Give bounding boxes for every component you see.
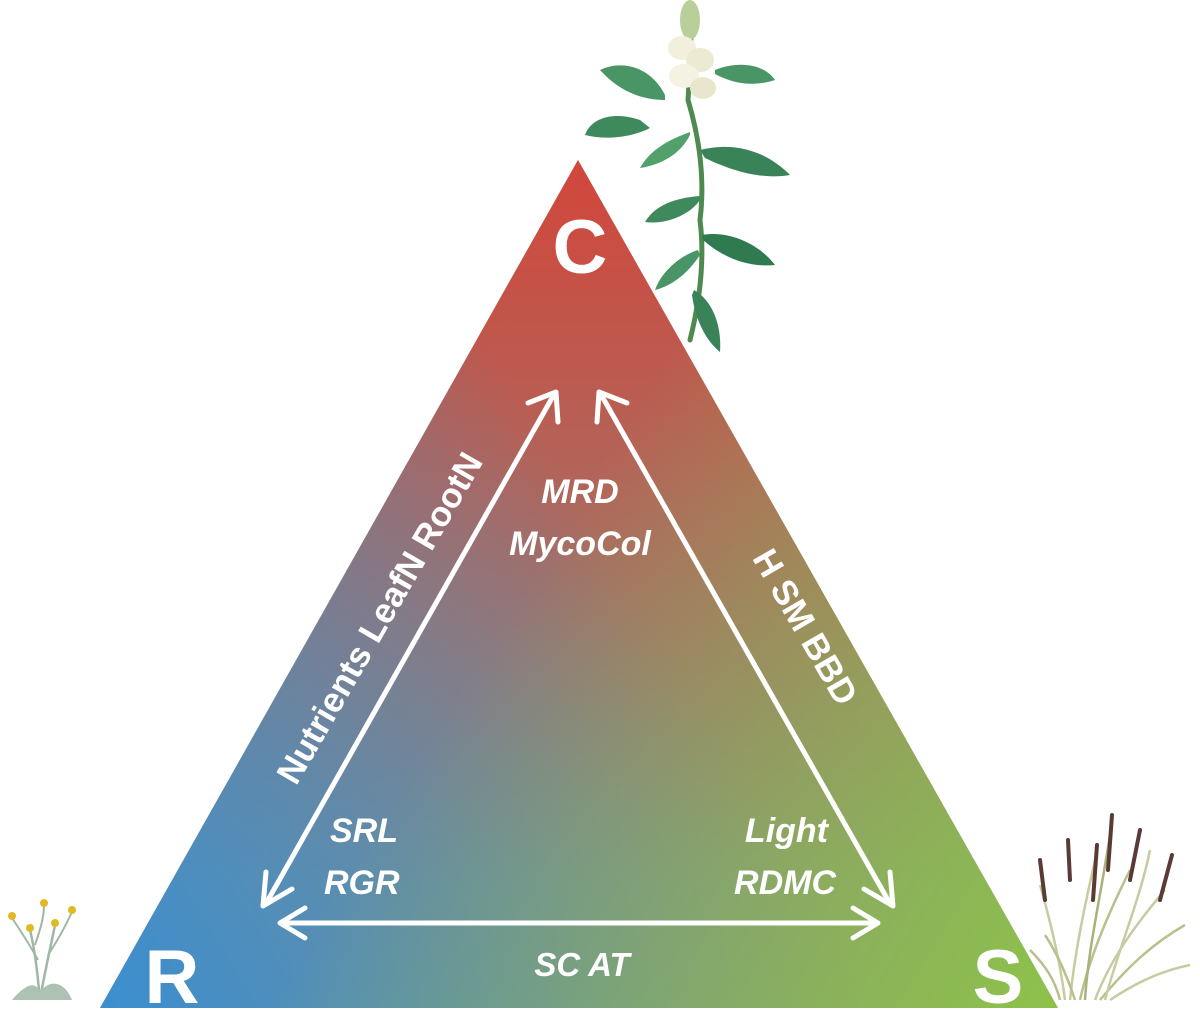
top-trait-2: MycoCol	[509, 525, 652, 563]
left-trait-2: RGR	[324, 864, 400, 902]
left-trait-1: SRL	[330, 812, 398, 850]
arrow-c-s	[594, 389, 896, 909]
arrow-r-s	[277, 905, 881, 941]
vertex-label-c: C	[553, 205, 608, 290]
triangle	[100, 160, 1058, 1008]
side-label-bottom: SC AT	[534, 946, 632, 983]
arrow-c-r	[260, 389, 561, 909]
right-trait-1: Light	[745, 812, 830, 850]
vertex-label-s: S	[973, 935, 1024, 1013]
grass-tuft-icon	[1029, 813, 1191, 1002]
top-trait-1: MRD	[541, 473, 618, 511]
right-trait-2: RDMC	[734, 864, 836, 902]
small-herb-icon	[8, 899, 76, 1001]
vertex-label-r: R	[145, 935, 200, 1013]
flowering-plant-icon	[585, 0, 790, 352]
